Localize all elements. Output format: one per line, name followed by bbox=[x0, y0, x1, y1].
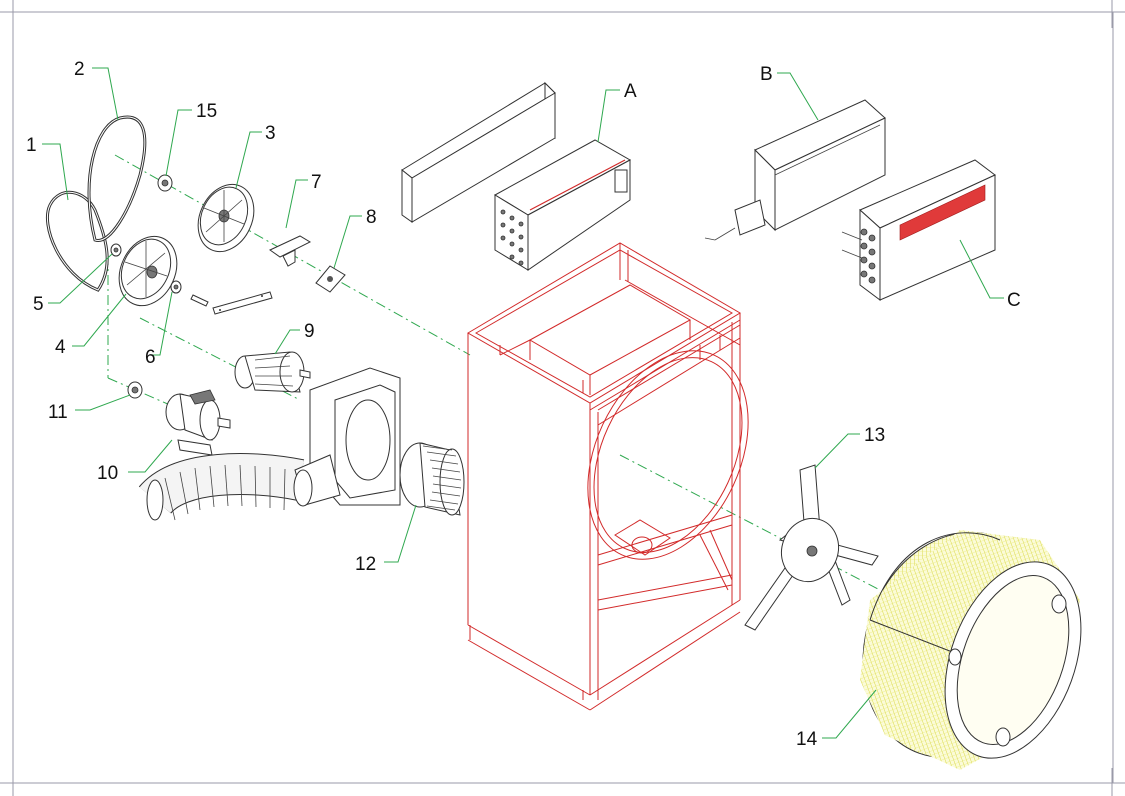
belt-1 bbox=[45, 190, 109, 292]
callout-13: 13 bbox=[864, 425, 885, 446]
belt-2 bbox=[87, 115, 147, 242]
callout-b: B bbox=[760, 64, 773, 85]
callout-10: 10 bbox=[97, 463, 118, 484]
callout-c: C bbox=[1007, 290, 1021, 311]
callout-2: 2 bbox=[74, 59, 85, 80]
callout-a: A bbox=[624, 81, 637, 102]
callout-9: 9 bbox=[304, 321, 315, 342]
callout-3: 3 bbox=[265, 123, 276, 144]
callout-7: 7 bbox=[311, 172, 322, 193]
callout-4: 4 bbox=[55, 337, 66, 358]
callout-12: 12 bbox=[355, 554, 376, 575]
part-8-plate bbox=[315, 265, 346, 293]
part-a-heater-housing bbox=[401, 81, 632, 271]
part-3-pulley bbox=[197, 183, 255, 253]
leader-lines bbox=[42, 67, 1004, 739]
part-13-drum-spider bbox=[744, 464, 879, 631]
part-14-drum bbox=[860, 530, 1082, 770]
callout-6: 6 bbox=[145, 347, 156, 368]
callout-labels: 1 2 3 4 5 6 7 8 9 10 11 12 13 14 15 A B … bbox=[26, 59, 1021, 750]
flexible-duct bbox=[138, 453, 305, 521]
callout-11: 11 bbox=[48, 402, 68, 423]
part-10-motor bbox=[165, 389, 231, 456]
part-7-bracket bbox=[269, 235, 312, 267]
part-c-coil-box bbox=[841, 159, 996, 301]
part-4-pulley bbox=[118, 235, 178, 307]
part-b-heater-box bbox=[704, 99, 886, 241]
shaft-and-bar bbox=[190, 291, 273, 315]
page-border bbox=[12, 11, 1114, 784]
part-5-bearing bbox=[110, 243, 122, 257]
callout-5: 5 bbox=[33, 294, 44, 315]
callout-8: 8 bbox=[366, 207, 377, 228]
part-12-blower-wheel bbox=[399, 442, 465, 516]
part-15-small-pulley bbox=[157, 174, 173, 192]
callout-14: 14 bbox=[796, 729, 818, 750]
part-11-small-pulley bbox=[127, 381, 143, 399]
cabinet-frame bbox=[467, 242, 749, 711]
callout-15: 15 bbox=[196, 101, 217, 122]
callout-1: 1 bbox=[26, 135, 37, 156]
part-6-bearing bbox=[170, 280, 182, 294]
part-9-motor bbox=[234, 351, 311, 393]
blower-housing bbox=[293, 367, 401, 507]
